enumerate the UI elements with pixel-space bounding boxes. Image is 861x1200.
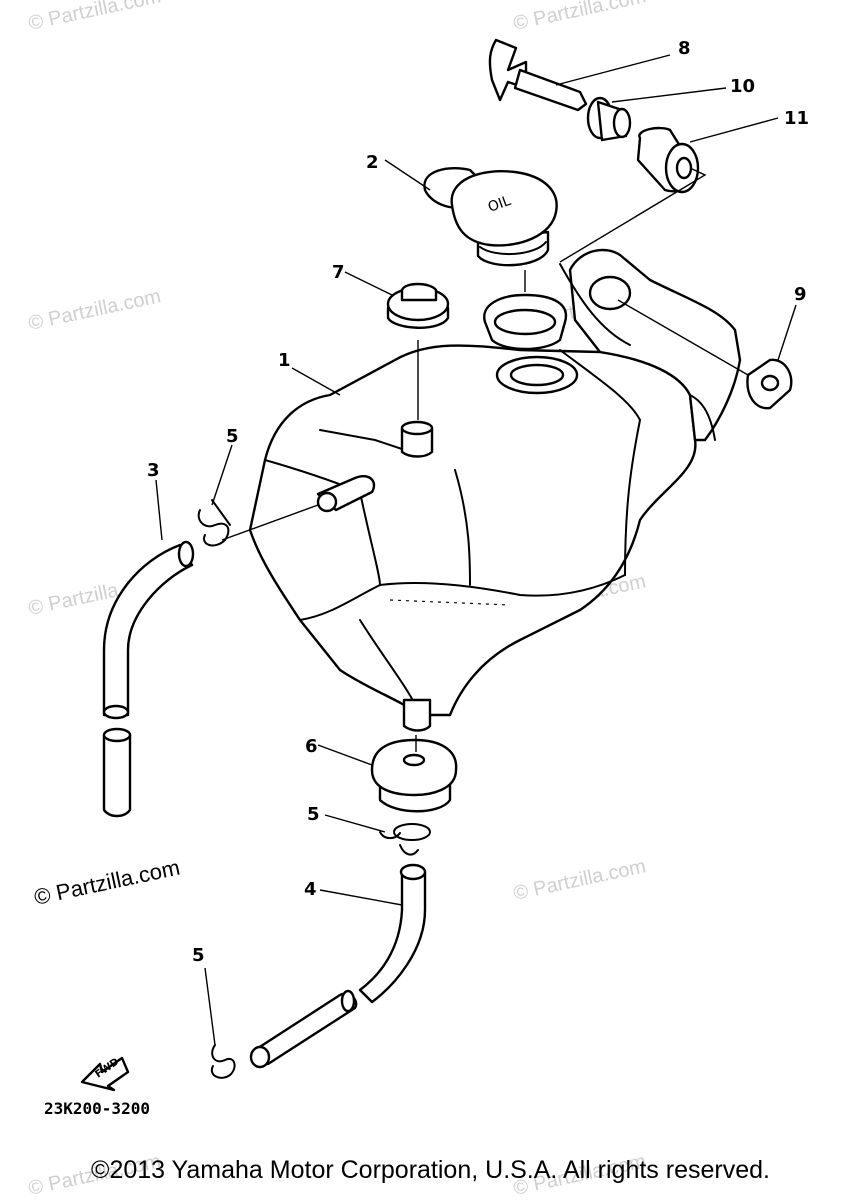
- callout-number: 11: [784, 108, 809, 129]
- callouts: 1 2 3 4 5 5 5 6 7 8 9 10 11: [147, 38, 809, 966]
- leader-line: [617, 299, 749, 376]
- watermark-dark: © Partzilla.com: [32, 855, 182, 910]
- diagram-code: 23K200-3200: [44, 1099, 150, 1118]
- callout-number: 2: [366, 152, 379, 173]
- watermark: © Partzilla.com: [26, 285, 162, 335]
- leader-line: [559, 167, 707, 263]
- callout-number: 6: [305, 736, 318, 757]
- washer: [746, 358, 793, 410]
- collar: [586, 96, 632, 142]
- leader-line: [221, 504, 319, 541]
- callout-number: 5: [226, 426, 239, 447]
- callout-number: 4: [304, 879, 317, 900]
- damper: [636, 126, 700, 194]
- callout-number: 7: [332, 262, 345, 283]
- callout-number: 1: [278, 350, 291, 371]
- filler-gasket: [483, 293, 568, 351]
- cap-marking: OIL: [486, 193, 513, 216]
- hose-4: [249, 863, 427, 1069]
- watermark: © Partzilla.com: [511, 855, 647, 905]
- callout-number: 3: [147, 460, 160, 481]
- hose-3: [102, 540, 195, 818]
- watermark: © Partzilla.com: [511, 0, 647, 35]
- copyright-notice: ©2013 Yamaha Motor Corporation, U.S.A. A…: [91, 1156, 770, 1184]
- oil-tank: [248, 248, 742, 732]
- fwd-arrow-icon: FWD: [80, 1056, 130, 1092]
- callout-number: 5: [192, 945, 205, 966]
- callout-leaders: [155, 54, 797, 1046]
- callout-number: 9: [794, 284, 807, 305]
- callout-number: 8: [678, 38, 691, 59]
- grommet: [386, 282, 450, 329]
- callout-number: 5: [307, 804, 320, 825]
- watermark: © Partzilla.com: [26, 0, 162, 35]
- hose-clip: [379, 823, 431, 856]
- hose-clip: [210, 1044, 236, 1079]
- bolt: [488, 38, 588, 112]
- hose-clip: [197, 499, 231, 547]
- callout-number: 10: [730, 76, 755, 97]
- oil-tank-cap: OIL: [423, 167, 558, 267]
- bottom-cap: [370, 738, 458, 813]
